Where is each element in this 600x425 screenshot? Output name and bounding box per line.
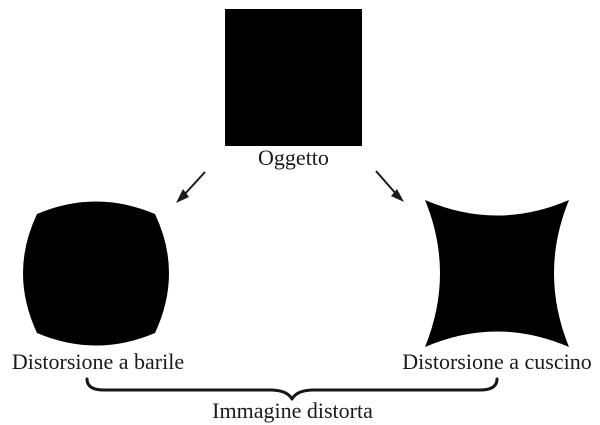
object-square-shape bbox=[225, 9, 362, 146]
pincushion-distorted-shape bbox=[425, 200, 569, 347]
object-label: Oggetto bbox=[258, 145, 329, 170]
pincushion-distortion-label: Distorsione a cuscino bbox=[402, 349, 592, 374]
distorted-image-label: Immagine distorta bbox=[212, 398, 373, 423]
arrow-right-icon bbox=[375, 170, 404, 202]
barrel-distortion-label: Distorsione a barile bbox=[11, 349, 185, 374]
barrel-distorted-shape bbox=[23, 201, 169, 346]
group-brace-icon bbox=[85, 377, 499, 401]
arrow-left-icon bbox=[176, 171, 206, 203]
